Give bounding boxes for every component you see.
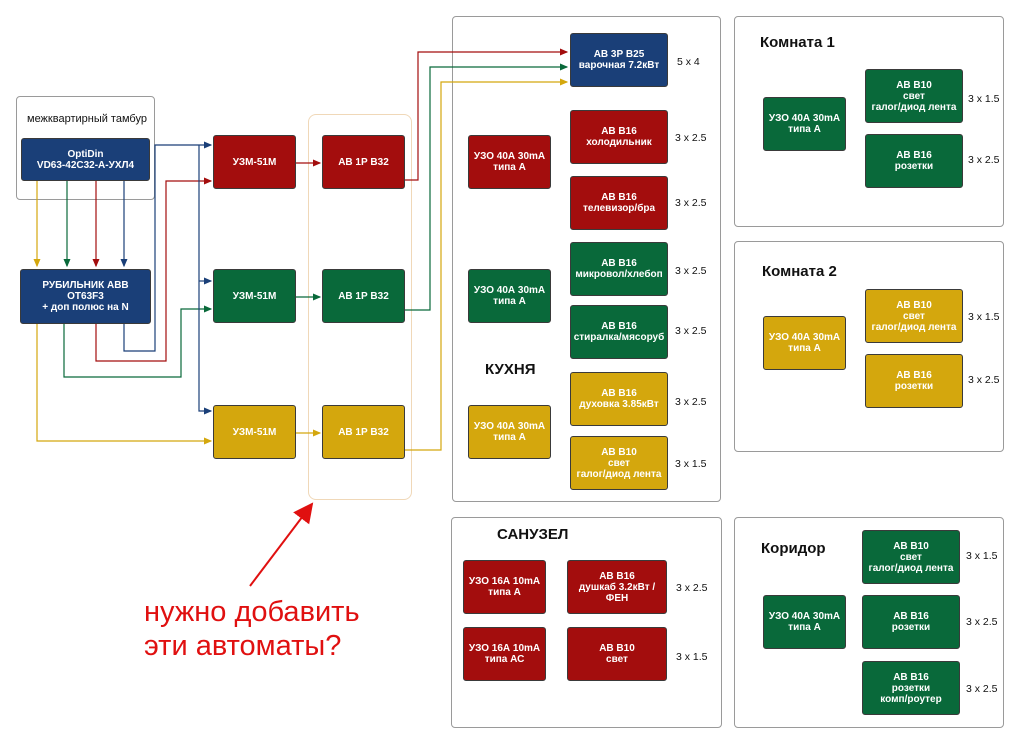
uzm-relay-green: УЗМ-51М — [213, 269, 296, 323]
uzm-relay-yellow: УЗМ-51М — [213, 405, 296, 459]
wire-blue-bus — [198, 145, 213, 415]
room2-title: Комната 2 — [762, 263, 837, 280]
wire-yellow-switch-uzm — [36, 324, 213, 445]
bathroom-title: САНУЗЕЛ — [497, 526, 569, 543]
bathroom-cable-1: 3 х 2.5 — [676, 582, 708, 594]
room2-cable-2: 3 х 2.5 — [968, 374, 1000, 386]
room1-cable-1: 3 х 1.5 — [968, 93, 1000, 105]
kitchen-cable-2: 3 х 2.5 — [675, 197, 707, 209]
question-annotation: нужно добавить эти автоматы? — [144, 596, 360, 662]
corridor-cable-2: 3 х 2.5 — [966, 616, 998, 628]
wire-green-switch-uzm — [63, 305, 213, 378]
entrance-title: межквартирный тамбур — [27, 113, 147, 125]
uzm-relay-red: УЗМ-51М — [213, 135, 296, 189]
kitchen-cable-3: 3 х 2.5 — [675, 265, 707, 277]
wire-blue-switch-bus — [123, 141, 213, 352]
corridor-cable-1: 3 х 1.5 — [966, 550, 998, 562]
annotation-arrow — [249, 502, 314, 587]
room1-cable-2: 3 х 2.5 — [968, 154, 1000, 166]
corridor-title: Коридор — [761, 540, 826, 557]
kitchen-cable-4: 3 х 2.5 — [675, 325, 707, 337]
wire-yellow-breaker-stove — [405, 78, 569, 451]
kitchen-cable-6: 3 х 1.5 — [675, 458, 707, 470]
kitchen-cable-5: 3 х 2.5 — [675, 396, 707, 408]
main-breaker-yellow: АВ 1Р В32 — [322, 405, 405, 459]
kitchen-cable-1: 3 х 2.5 — [675, 132, 707, 144]
room2-cable-1: 3 х 1.5 — [968, 311, 1000, 323]
corridor-cable-3: 3 х 2.5 — [966, 683, 998, 695]
kitchen-title: КУХНЯ — [485, 361, 536, 378]
bathroom-panel — [451, 517, 722, 728]
main-breaker-green: АВ 1Р В32 — [322, 269, 405, 323]
stove-cable: 5 х 4 — [677, 56, 700, 68]
wire-red-breaker-stove — [405, 48, 569, 181]
room1-title: Комната 1 — [760, 34, 835, 51]
wire-green-breaker-stove — [405, 63, 569, 311]
wire-red-switch-uzm — [95, 177, 213, 362]
bathroom-cable-2: 3 х 1.5 — [676, 651, 708, 663]
main-breakers-group-frame — [308, 114, 412, 500]
main-breaker-red: АВ 1Р В32 — [322, 135, 405, 189]
